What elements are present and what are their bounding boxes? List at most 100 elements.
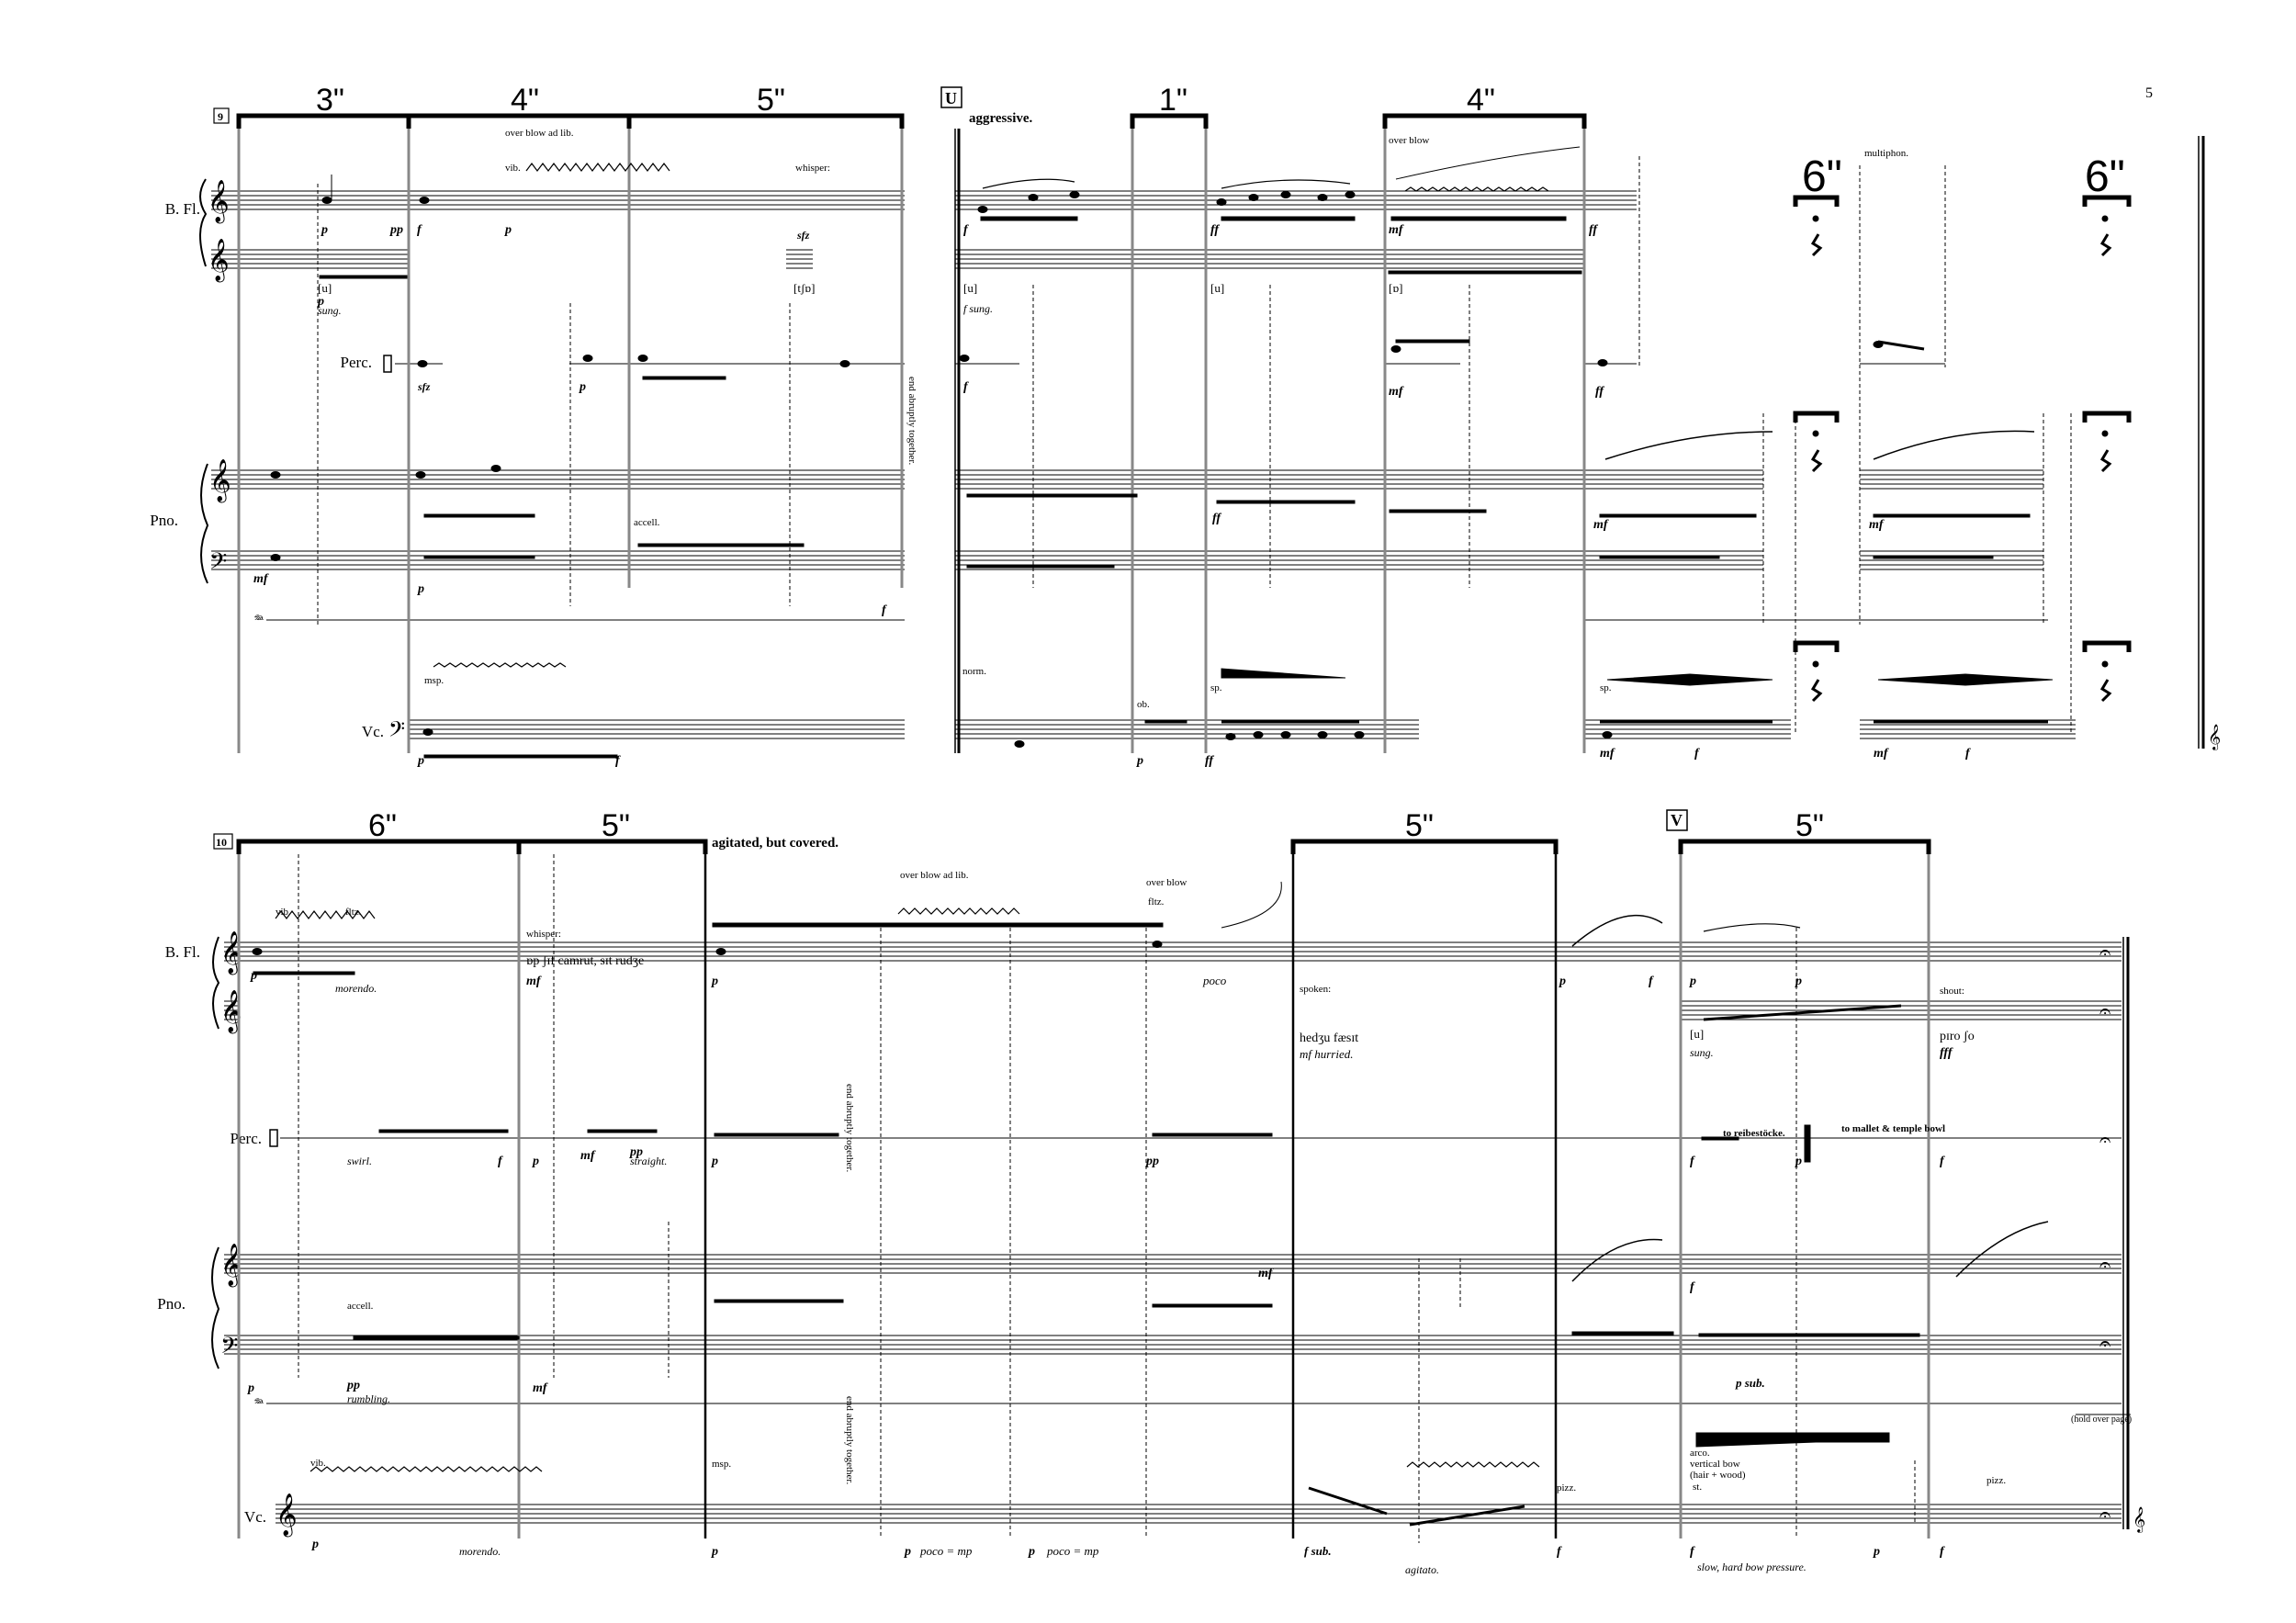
annotation: slow, hard bow pressure. [1697, 1561, 1806, 1573]
annotation: shout: [1940, 986, 1964, 997]
duration-brackets [236, 839, 1931, 854]
annotation: whisper: [795, 163, 830, 174]
svg-text:pp: pp [346, 1379, 360, 1392]
svg-text:f: f [1557, 1545, 1562, 1559]
annotation: over blow [1146, 877, 1187, 888]
annotation: vib. [505, 163, 521, 174]
treble-clef: 𝄞 [220, 1244, 242, 1288]
annotation: straight. [630, 1155, 667, 1167]
svg-text:p: p [1136, 754, 1143, 768]
annotation: pizz. [1986, 1475, 2006, 1486]
annotation: [ɒ] [1389, 281, 1402, 295]
svg-text:ff: ff [1205, 754, 1214, 768]
svg-text:p: p [711, 1545, 718, 1559]
svg-text:𝄐: 𝄐 [2099, 941, 2110, 964]
svg-text:p: p [250, 969, 257, 983]
annotation: msp. [424, 675, 444, 686]
annotation: to mallet & temple bowl [1841, 1123, 1945, 1134]
annotation: sp. [1210, 682, 1222, 693]
svg-text:p: p [504, 223, 512, 237]
svg-text:ff: ff [1210, 223, 1220, 237]
rehearsal-number: 10 [216, 836, 227, 849]
svg-text:p: p [1559, 975, 1566, 988]
annotation: pizz. [1557, 1482, 1576, 1493]
annotation: morendo. [335, 982, 377, 995]
annotation: over blow [1389, 135, 1429, 146]
treble-clef: 𝄞 [220, 931, 242, 975]
duration-label: 4" [511, 83, 539, 118]
treble-clef: 𝄞 [208, 239, 230, 283]
svg-text:f: f [615, 754, 621, 768]
svg-text:f: f [963, 380, 969, 394]
svg-text:mf: mf [1593, 518, 1609, 532]
annotation: end abruptly together. [844, 1396, 855, 1484]
svg-text:mf: mf [1869, 518, 1885, 532]
rehearsal-letter-box [1666, 809, 1688, 831]
svg-text:p: p [532, 1155, 539, 1168]
svg-text:p: p [904, 1545, 911, 1559]
annotation: over blow ad lib. [505, 128, 574, 139]
instrument-label-cello: Vc. [362, 723, 384, 740]
annotation: sung. [1690, 1046, 1714, 1059]
svg-text:f: f [498, 1155, 503, 1168]
svg-text:f: f [1690, 1545, 1695, 1559]
svg-text:mf: mf [526, 975, 542, 988]
rehearsal-letter: V [1671, 811, 1683, 829]
bass-clef: 𝄢 [209, 549, 227, 580]
page-number: 5 [2145, 85, 2153, 101]
instrument-label-piano: Pno. [150, 512, 178, 529]
svg-text:f: f [963, 223, 969, 237]
annotation: sung. [318, 304, 342, 317]
annotation: [tʃɒ] [793, 281, 815, 295]
tempo-marking: agitated, but covered. [712, 836, 838, 851]
annotation: poco = mp [919, 1544, 973, 1558]
annotation: msp. [712, 1459, 731, 1470]
piano-staves [211, 1246, 2131, 1415]
svg-text:𝄐: 𝄐 [2099, 1128, 2110, 1151]
annotation: st. [1693, 1482, 1702, 1493]
annotation: f sung. [963, 302, 993, 315]
svg-text:ff: ff [1589, 223, 1598, 237]
duration-label: 5" [602, 808, 630, 843]
duration-label: 3" [316, 83, 344, 118]
flute-staves [199, 178, 1637, 269]
svg-text:mf: mf [580, 1149, 596, 1163]
duration-label: 5" [757, 83, 785, 118]
flute-staff-2 [211, 249, 1584, 269]
notation-system-2 [252, 881, 2049, 1527]
duration-label: 6" [2085, 152, 2125, 201]
annotation: [u] [318, 281, 332, 295]
svg-text:p: p [311, 1538, 319, 1551]
instrument-label-flute: B. Fl. [165, 200, 200, 218]
fermatas: 𝄐 𝄐 𝄐 𝄐 𝄐 𝄐 [2099, 941, 2110, 1526]
instrument-label-percussion: Perc. [231, 1130, 262, 1147]
treble-clef: 𝄞 [208, 180, 230, 224]
rehearsal-letter: U [945, 89, 957, 107]
svg-text:f: f [1940, 1155, 1945, 1168]
svg-text:mf: mf [1389, 223, 1404, 237]
svg-text:f: f [417, 223, 422, 237]
svg-text:f: f [1690, 1155, 1695, 1168]
flute-staves [212, 936, 2122, 1030]
annotation: accell. [347, 1301, 374, 1312]
bass-clef: 𝄢 [388, 718, 405, 747]
annotation: (hold over page) [2071, 1414, 2132, 1425]
annotation: norm. [962, 666, 986, 677]
annotation: fltz. [1148, 896, 1165, 907]
duration-label: 5" [1795, 808, 1824, 843]
svg-text:p: p [1795, 1155, 1802, 1168]
annotation: end abruptly together. [844, 1084, 855, 1172]
annotation: spoken: [1300, 984, 1331, 995]
annotation: p sub. [1735, 1376, 1765, 1390]
annotation: vertical bow [1690, 1459, 1740, 1470]
svg-text:p: p [417, 582, 424, 596]
svg-text:𝄐: 𝄐 [2099, 999, 2110, 1022]
svg-text:mf: mf [1258, 1267, 1274, 1280]
annotation: poco = mp [1046, 1544, 1099, 1558]
flute-staff-1 [211, 190, 1637, 210]
svg-text:sfz: sfz [417, 380, 431, 393]
treble-clef: 𝄞 [209, 459, 231, 503]
annotation: fltz. [345, 907, 362, 918]
svg-text:p: p [321, 223, 328, 237]
